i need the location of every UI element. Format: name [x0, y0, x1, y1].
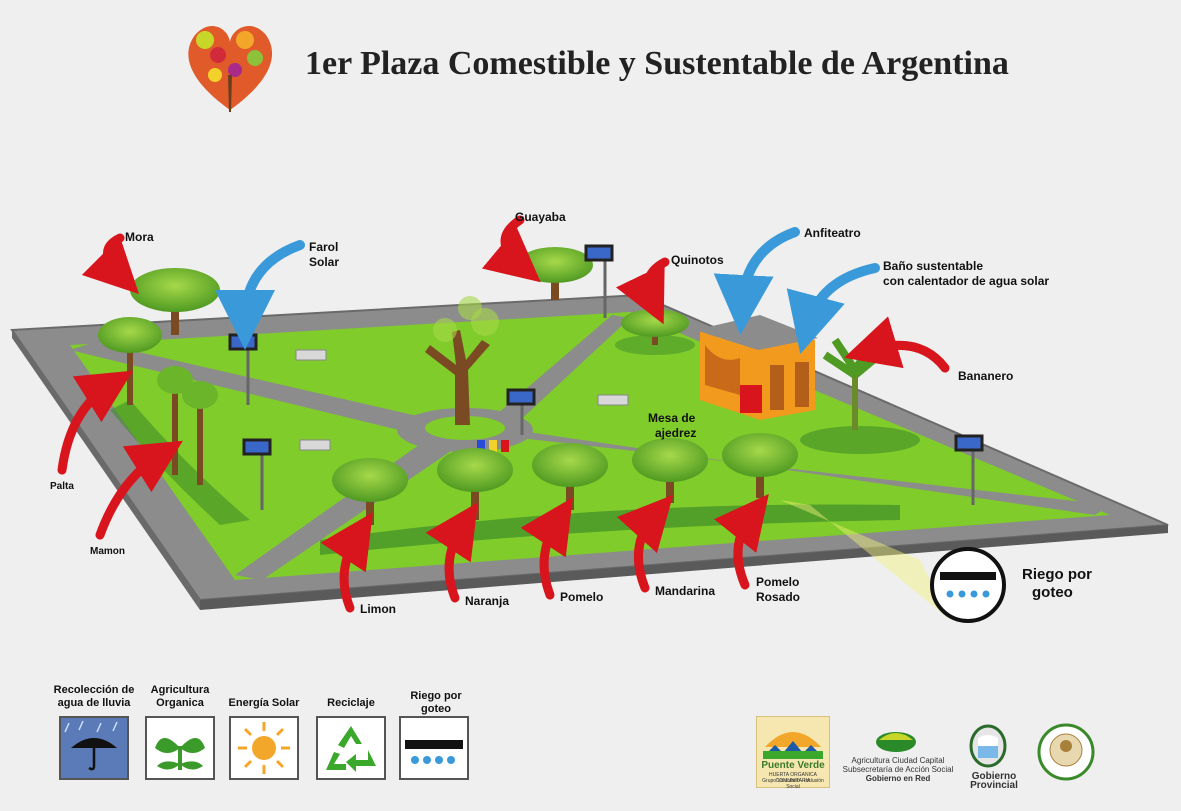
- arrow-bananero: [844, 316, 950, 373]
- gobierno-provincial-label: Gobierno Provincial: [970, 771, 1018, 791]
- arrow-farol-solar: [215, 240, 305, 350]
- sustainable-building: [695, 315, 818, 420]
- arrow-guayaba: [481, 215, 541, 283]
- label-bano-1: Baño sustentable: [883, 259, 984, 273]
- arrow-bano: [786, 263, 880, 354]
- arrow-limon: [320, 512, 373, 613]
- label-naranja: Naranja: [465, 594, 510, 608]
- label-riego-1: Riego por: [1022, 566, 1092, 583]
- arrow-quinotos: [615, 257, 670, 325]
- label-palta: Palta: [50, 481, 74, 492]
- arrow-anfiteatro: [713, 227, 800, 335]
- umbrella-rain-icon: [59, 716, 129, 780]
- label-guayaba: Guayaba: [515, 210, 566, 224]
- label-mamon: Mamon: [90, 546, 125, 557]
- fruit-trees: [98, 247, 888, 525]
- agricultura-logo-icon: [873, 724, 919, 752]
- recycle-icon: [316, 716, 386, 780]
- label-riego-2: goteo: [1032, 584, 1073, 601]
- label-bananero: Bananero: [958, 369, 1014, 383]
- label-pomelo-rosado-2: Rosado: [756, 590, 801, 604]
- irrigation-spotlight: [780, 500, 950, 620]
- solar-lamps: [228, 244, 984, 510]
- label-mesa-1: Mesa de: [648, 411, 696, 425]
- sprout-icon: [145, 716, 215, 780]
- legend-title-3: Energía Solar: [228, 697, 300, 709]
- provincial-coat-of-arms-icon: [968, 724, 1008, 770]
- page-title: 1er Plaza Comestible y Sustentable de Ar…: [305, 45, 1009, 82]
- municipal-seal-icon: [1036, 722, 1096, 782]
- label-pomelo-rosado-1: Pomelo: [756, 575, 800, 589]
- label-anfiteatro: Anfiteatro: [804, 226, 861, 240]
- arrow-pomelo: [520, 497, 573, 600]
- arrow-pomelo-rosado: [714, 493, 769, 590]
- label-farol-solar-2: Solar: [309, 255, 340, 269]
- label-farol-solar-1: Farol: [309, 240, 339, 254]
- drip-irrigation-badge: [930, 547, 1006, 623]
- arrow-mora: [81, 233, 140, 295]
- drip-irrigation-icon: [399, 716, 469, 780]
- arrow-mandarina: [616, 494, 674, 593]
- arrow-naranja: [425, 502, 478, 603]
- legend-title-4: Reciclaje: [327, 697, 375, 709]
- arrows: [57, 215, 950, 613]
- label-mora: Mora: [125, 230, 154, 244]
- central-tree: [425, 296, 499, 425]
- arrow-mamon: [95, 440, 183, 540]
- sun-icon: [229, 716, 299, 780]
- arrow-palta: [57, 370, 133, 475]
- recycling-bins: [477, 440, 509, 452]
- label-mandarina: Mandarina: [655, 584, 716, 598]
- label-mesa-2: ajedrez: [655, 426, 697, 440]
- label-limon: Limon: [360, 602, 396, 616]
- agricultura-line-2: Subsecretaría de Acción Social: [842, 765, 954, 774]
- agricultura-line-1: Agricultura Ciudad Capital: [851, 756, 945, 765]
- agricultura-line-3: Gobierno en Red: [865, 774, 931, 783]
- label-bano-2: con calentador de agua solar: [883, 274, 1050, 288]
- heart-tree-logo: [188, 26, 273, 112]
- label-pomelo: Pomelo: [560, 590, 604, 604]
- label-quinotos: Quinotos: [671, 253, 724, 267]
- puente-verde-logo: Puente Verde HUERTA ORGANICA COMUNITARIA…: [756, 716, 830, 790]
- chess-tables: [295, 349, 629, 451]
